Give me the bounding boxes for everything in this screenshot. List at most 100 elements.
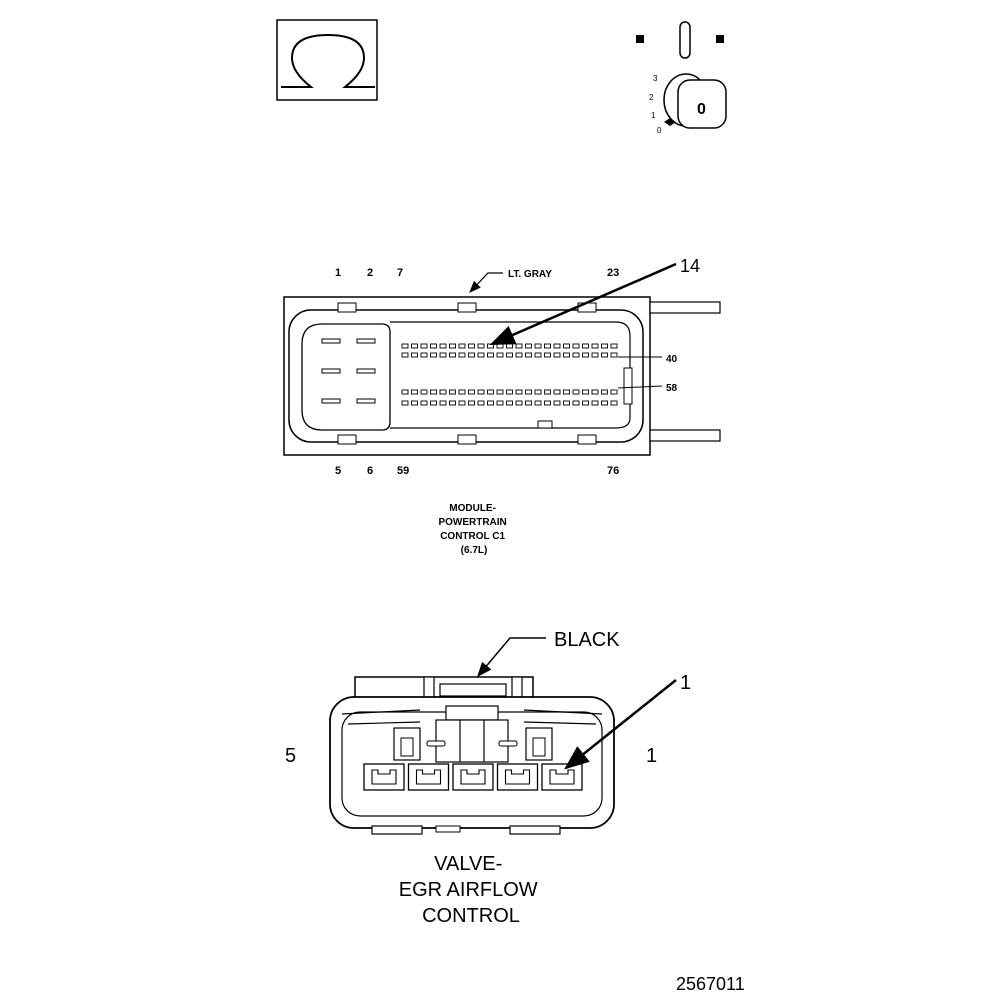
pcm-signal-cavity <box>496 400 504 406</box>
pcm-signal-cavity <box>468 343 475 349</box>
pcm-signal-cavity <box>572 400 580 406</box>
pcm-signal-cavity <box>582 352 589 358</box>
pcm-signal-cavity <box>468 389 475 395</box>
pcm-side-label-58: 58 <box>666 383 678 394</box>
pcm-signal-cavity <box>515 389 523 395</box>
pcm-leader-58 <box>617 385 663 389</box>
egr-terminal <box>415 769 442 785</box>
pcm-signal-cavity <box>420 343 428 349</box>
pcm-power-pins <box>321 338 376 404</box>
pcm-side-label-40: 40 <box>666 354 678 365</box>
egr-title-line-2: EGR AIRFLOW <box>399 879 538 901</box>
pcm-callout-arrow <box>489 262 677 346</box>
pcm-signal-cavity <box>515 343 523 349</box>
pcm-signal-cavity <box>477 352 485 358</box>
pcm-signal-cavity <box>553 352 561 358</box>
pcm-signal-cavity <box>610 343 618 349</box>
pcm-signal-cavity <box>468 400 475 406</box>
egr-terminal <box>504 769 531 785</box>
pcm-signal-cavity <box>563 400 570 406</box>
pcm-signal-cavity <box>591 400 599 406</box>
pcm-signal-cavity <box>449 352 456 358</box>
pcm-signal-cavity <box>411 352 418 358</box>
pcm-signal-cavity <box>544 352 551 358</box>
pcm-signal-cavity <box>496 352 504 358</box>
pcm-signal-cavity <box>449 389 456 395</box>
egr-terminal <box>549 769 575 785</box>
ignition-key-label: 0 <box>697 101 706 118</box>
egr-title-line-3: CONTROL <box>422 905 520 927</box>
pcm-signal-cavity <box>420 352 428 358</box>
pcm-signal-cavity <box>458 389 466 395</box>
pcm-signal-cavity <box>582 400 589 406</box>
pcm-signal-cavity <box>563 352 570 358</box>
pcm-signal-cavity <box>411 389 418 395</box>
pcm-signal-cavity <box>553 343 561 349</box>
pcm-pin-label-23: 23 <box>607 267 619 279</box>
pcm-signal-cavity <box>591 352 599 358</box>
egr-terminal-cavity <box>541 763 583 791</box>
egr-pin-label-left: 5 <box>285 745 296 767</box>
pcm-signal-pins <box>401 343 618 406</box>
egr-pin-label-right: 1 <box>646 745 657 767</box>
pcm-pin-label-5: 5 <box>335 465 341 477</box>
pcm-signal-cavity <box>487 400 494 406</box>
ignition-pos-2: 2 <box>649 93 654 102</box>
pcm-signal-cavity <box>534 389 542 395</box>
pcm-signal-cavity <box>572 352 580 358</box>
pcm-power-cavity <box>321 368 341 374</box>
egr-callout-arrow <box>564 679 677 770</box>
pcm-signal-cavity <box>563 343 570 349</box>
egr-color-leader <box>477 637 546 678</box>
egr-terminal-cavity <box>407 763 450 791</box>
pcm-signal-cavity <box>506 400 513 406</box>
pcm-signal-cavity <box>487 352 494 358</box>
pcm-signal-cavity <box>601 389 608 395</box>
pcm-signal-cavity <box>420 389 428 395</box>
pcm-signal-cavity <box>582 343 589 349</box>
egr-terminals <box>363 763 583 791</box>
pcm-title-line-4: (6.7L) <box>461 545 488 556</box>
egr-title-line-1: VALVE- <box>434 853 502 875</box>
pcm-signal-cavity <box>544 389 551 395</box>
pcm-signal-cavity <box>572 389 580 395</box>
pcm-signal-cavity <box>401 389 409 395</box>
egr-terminal-cavity <box>496 763 539 791</box>
pcm-signal-cavity <box>468 352 475 358</box>
pcm-signal-cavity <box>477 389 485 395</box>
pcm-signal-cavity <box>525 352 532 358</box>
pcm-signal-cavity <box>506 343 513 349</box>
pcm-signal-cavity <box>401 400 409 406</box>
pcm-signal-cavity <box>515 400 523 406</box>
pcm-signal-cavity <box>439 352 447 358</box>
pcm-signal-cavity <box>449 343 456 349</box>
pcm-color-label: LT. GRAY <box>508 269 552 280</box>
ohm-icon <box>276 19 378 101</box>
pcm-signal-cavity <box>610 400 618 406</box>
pcm-connector <box>283 296 721 456</box>
egr-connector <box>329 676 615 835</box>
pcm-power-cavity <box>356 338 376 344</box>
egr-terminal <box>460 769 486 785</box>
pcm-signal-cavity <box>534 352 542 358</box>
pcm-pin-label-1: 1 <box>335 267 341 279</box>
pcm-signal-cavity <box>553 400 561 406</box>
pcm-signal-cavity <box>591 389 599 395</box>
pcm-color-leader <box>469 272 503 293</box>
pcm-title-line-3: CONTROL C1 <box>440 531 505 542</box>
pcm-signal-cavity <box>458 400 466 406</box>
pcm-pin-label-7: 7 <box>397 267 403 279</box>
figure-number: 2567011 <box>676 974 745 994</box>
pcm-power-cavity <box>321 398 341 404</box>
pcm-signal-cavity <box>477 343 485 349</box>
pcm-signal-cavity <box>506 352 513 358</box>
pcm-signal-cavity <box>601 352 608 358</box>
pcm-signal-cavity <box>610 352 618 358</box>
egr-terminal-cavity <box>363 763 405 791</box>
pcm-signal-cavity <box>572 343 580 349</box>
pcm-signal-cavity <box>582 389 589 395</box>
pcm-signal-cavity <box>601 343 608 349</box>
pcm-signal-cavity <box>439 400 447 406</box>
ignition-key-icon: 0 3 2 1 0 <box>636 21 727 135</box>
pcm-signal-cavity <box>430 400 437 406</box>
